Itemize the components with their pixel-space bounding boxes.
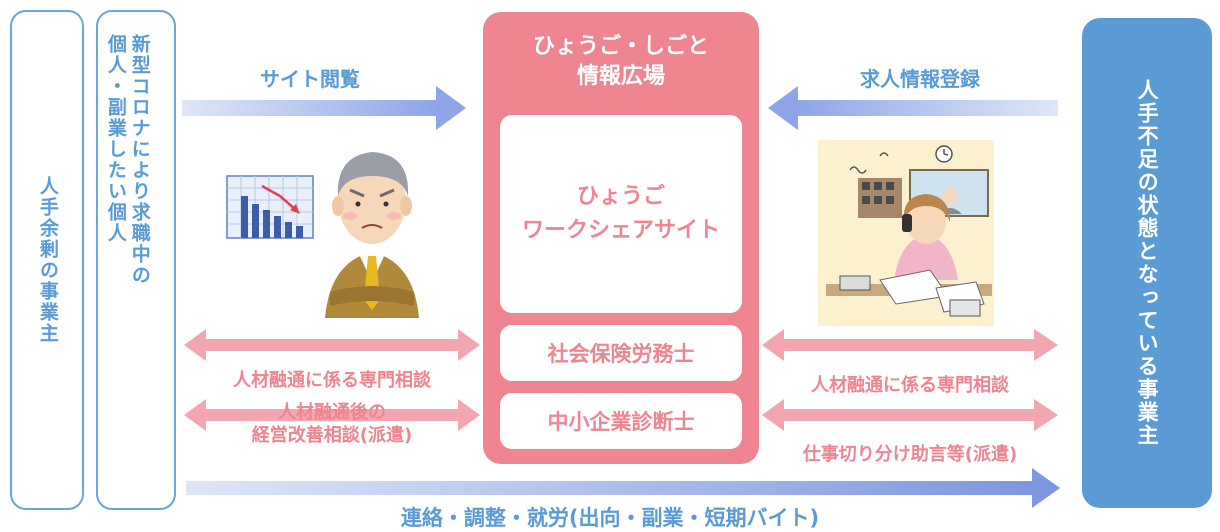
- busy-office-worker-illustration: [818, 140, 994, 326]
- left-consult-arrow-2: [184, 399, 480, 431]
- center-title: ひょうご・しごと 情報広場: [483, 32, 759, 92]
- right-consult-label-2: 仕事切り分け助言等(派遣): [802, 444, 1018, 465]
- bottom-contact-label: 連絡・調整・就労(出向・副業・短期バイト): [400, 506, 820, 530]
- site-browse-label: サイト閲覧: [260, 67, 360, 91]
- right-consult-label-1: 人材融通に係る専門相談: [811, 375, 1009, 396]
- declining-chart-illustration: [226, 175, 314, 239]
- work-share-site-line1: ひょうご: [576, 184, 665, 209]
- right-consult-arrow-1: [762, 329, 1058, 361]
- left-consult-label-2: 人材融通後の 経営改善相談(派遣): [184, 402, 480, 447]
- jobseeker-individual-box: 新型コロナにより求職中の 個人・副業したい個人: [96, 10, 176, 510]
- work-share-site-line2: ワークシェアサイト: [521, 218, 720, 243]
- left-consult-arrow-1: [184, 329, 480, 361]
- bottom-contact-arrow: [186, 468, 1060, 508]
- center-title-line2: 情報広場: [576, 64, 665, 89]
- sme-consultant-label: 中小企業診断士: [547, 410, 695, 434]
- labor-consultant-card: 社会保険労務士: [500, 325, 742, 381]
- worried-businessman-illustration: [325, 152, 419, 318]
- left-consult-label-2-line2: 経営改善相談(派遣): [251, 425, 413, 446]
- job-register-arrow: [768, 86, 1058, 130]
- sme-consultant-card: 中小企業診断士: [500, 393, 742, 449]
- right-consult-arrow-2: [762, 399, 1058, 431]
- center-title-line1: ひょうご・しごと: [532, 34, 709, 59]
- jobseeker-text-col1: 新型コロナにより求職中の: [128, 34, 151, 286]
- surplus-employer-box: 人手余剰の事業主: [10, 10, 84, 510]
- surplus-employer-text: 人手余剰の事業主: [36, 176, 59, 344]
- work-share-site-card[interactable]: ひょうご ワークシェアサイト: [500, 115, 742, 313]
- jobseeker-text-col2: 個人・副業したい個人: [104, 34, 127, 244]
- job-register-label: 求人情報登録: [860, 67, 980, 91]
- left-consult-label-2-line1: 人材融通後の: [278, 402, 386, 423]
- left-consult-label-1: 人材融通に係る専門相談: [233, 370, 431, 391]
- labor-shortage-employer-text: 人手不足の状態となっている事業主: [1135, 79, 1160, 447]
- labor-consultant-label: 社会保険労務士: [547, 342, 695, 366]
- labor-shortage-employer-box: 人手不足の状態となっている事業主: [1082, 18, 1212, 508]
- site-browse-arrow: [182, 86, 466, 130]
